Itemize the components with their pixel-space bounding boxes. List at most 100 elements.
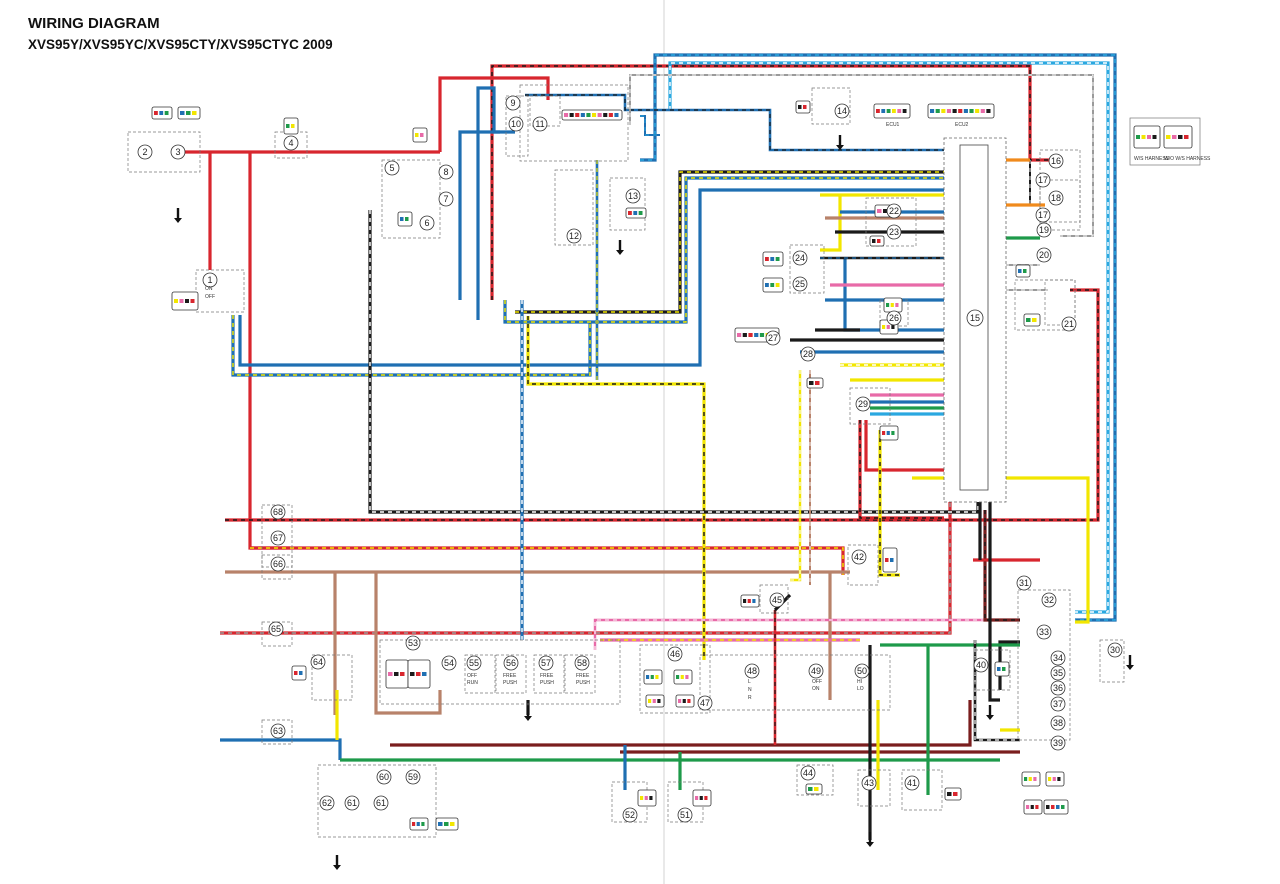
component-circle-7 — [438, 191, 454, 207]
component-number-49: 49 — [811, 666, 821, 676]
connector-pin-1-1 — [186, 111, 191, 115]
component-number-31: 31 — [1019, 578, 1029, 588]
switch-label-s58_push: PUSH — [576, 680, 590, 686]
connector-pin-28-0 — [678, 699, 682, 703]
component-circle-68 — [270, 504, 286, 520]
connector-pin-7-5 — [958, 109, 963, 113]
connector-pin-8-0 — [1136, 135, 1140, 139]
component-box-26 — [533, 654, 565, 694]
component-box-37 — [796, 764, 834, 796]
component-circle-40 — [973, 657, 989, 673]
connector-pin-28-1 — [682, 699, 686, 703]
component-circle-64 — [310, 654, 326, 670]
component-label-29: 29 — [855, 396, 871, 412]
component-circle-32 — [1041, 592, 1057, 608]
switch-label-s48_n: N — [748, 687, 752, 693]
wire-black-106 — [988, 500, 1000, 702]
wire-stripe-black-32 — [527, 316, 705, 660]
component-label-13: 13 — [625, 188, 641, 204]
wire-red-1 — [248, 152, 290, 550]
connector-pin-23-2 — [422, 672, 427, 676]
component-number-17a: 17 — [1038, 175, 1048, 185]
component-label-45: 45 — [769, 592, 785, 608]
ground-icon-3 — [524, 716, 532, 721]
connector-pin-36-1 — [416, 822, 420, 826]
connector-pin-4-7 — [603, 113, 608, 117]
switch-label-s58_free: FREE — [576, 673, 590, 679]
connector-pin-19-1 — [1023, 269, 1027, 273]
component-number-33: 33 — [1039, 627, 1049, 637]
ground-icon-1 — [616, 250, 624, 255]
connector-pin-8-3 — [1152, 135, 1157, 139]
connector-pin-36-2 — [421, 822, 425, 826]
component-circle-50 — [854, 663, 870, 679]
component-circle-15 — [966, 309, 984, 327]
component-circle-62 — [319, 795, 335, 811]
component-box-36 — [857, 769, 891, 807]
connector-pin-17-1 — [815, 381, 820, 385]
wire-darkred-82 — [390, 700, 972, 747]
component-circle-58 — [574, 655, 590, 671]
switch-label-main_on: ON — [205, 286, 213, 292]
connector-pin-12-1 — [770, 257, 775, 261]
component-number-36: 36 — [1053, 683, 1063, 693]
connector-pin-1-0 — [180, 111, 185, 115]
connector-pin-7-6 — [963, 109, 968, 113]
connector-pin-9-3 — [1184, 135, 1189, 139]
component-label-11: 11 — [532, 116, 548, 132]
switch-label-s49_on: ON — [812, 686, 820, 692]
component-number-56: 56 — [506, 658, 516, 668]
component-number-13: 13 — [628, 191, 638, 201]
connector-pin-15-0 — [882, 325, 886, 329]
connector-pin-6-0 — [876, 109, 880, 113]
connector-pin-15-1 — [886, 325, 890, 329]
component-label-19: 19 — [1036, 222, 1052, 238]
connector-pin-7-10 — [986, 109, 991, 113]
switch-label-s50_hi: HI — [857, 679, 862, 685]
component-circle-1 — [202, 272, 218, 288]
component-box-35 — [901, 769, 943, 811]
connector-pin-35-2 — [1056, 805, 1060, 809]
switch-label-main_off: OFF — [205, 294, 215, 300]
component-circle-2 — [137, 144, 153, 160]
component-number-55: 55 — [469, 658, 479, 668]
component-number-14: 14 — [837, 106, 847, 116]
connector-pin-37-0 — [438, 822, 443, 826]
component-box-34 — [974, 649, 1011, 691]
component-label-34: 34 — [1050, 650, 1066, 666]
connector-pin-22-2 — [400, 672, 405, 676]
wire-stripe-black-73 — [879, 430, 900, 576]
component-circle-13 — [625, 188, 641, 204]
legend-ws-label: W/S HARNESS — [1134, 156, 1170, 162]
ecu2-label: ECU2 — [955, 122, 969, 128]
connector-pin-18-0 — [882, 431, 886, 435]
component-circle-42 — [851, 549, 867, 565]
wire-layer — [178, 53, 1117, 840]
component-number-62: 62 — [322, 798, 332, 808]
connector-pin-24-1 — [299, 671, 303, 675]
component-circle-29 — [855, 396, 871, 412]
component-number-40: 40 — [976, 660, 986, 670]
component-circle-8 — [438, 164, 454, 180]
ground-icon-2 — [836, 145, 844, 150]
component-label-20: 20 — [1036, 247, 1052, 263]
connector-pin-6-3 — [892, 109, 896, 113]
component-label-61b: 61 — [373, 795, 389, 811]
component-box-3 — [505, 95, 529, 157]
component-label-40: 40 — [973, 657, 989, 673]
component-circle-38 — [1050, 715, 1066, 731]
diagram-title-block: WIRING DIAGRAM XVS95Y/XVS95YC/XVS95CTY/X… — [28, 14, 333, 54]
component-label-65: 65 — [268, 621, 284, 637]
component-circle-35 — [1050, 665, 1066, 681]
component-number-51: 51 — [680, 810, 690, 820]
connector-pin-35-0 — [1046, 805, 1050, 809]
component-circle-16 — [1048, 153, 1064, 169]
component-box-9 — [865, 197, 917, 247]
component-box-0 — [127, 131, 201, 173]
component-number-53: 53 — [408, 638, 418, 648]
component-label-64: 64 — [310, 654, 326, 670]
connector-pin-35-3 — [1061, 805, 1065, 809]
component-box-7 — [609, 177, 646, 231]
